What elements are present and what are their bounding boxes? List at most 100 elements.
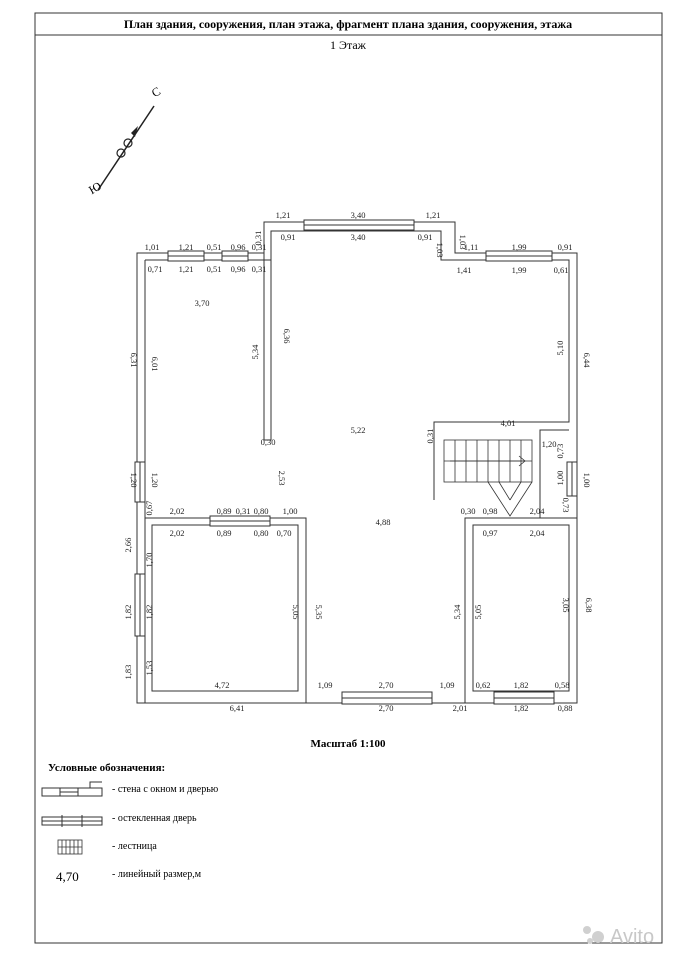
dim: 1,21	[179, 242, 194, 252]
dim: 1,82	[514, 703, 529, 713]
dim: 1,21	[276, 210, 291, 220]
watermark: Avito	[583, 926, 654, 948]
dim: 1,82	[514, 680, 529, 690]
dim: 3,70	[195, 298, 210, 308]
legend-glazed-door-symbol	[41, 815, 103, 827]
dim: 0,97	[483, 528, 498, 538]
dimension-labels: 1,21 3,40 1,21 0,91 3,40 0,91 1,03 1,03 …	[123, 210, 594, 713]
dim: 0,73	[561, 498, 571, 513]
legend-item-label: - лестница	[112, 841, 157, 852]
dim: 1,09	[440, 680, 455, 690]
dim: 0,31	[252, 264, 267, 274]
compass-south: Ю	[86, 179, 104, 197]
dim: 5,22	[351, 425, 366, 435]
page-title: План здания, сооружения, план этажа, фра…	[124, 17, 572, 31]
dim: 0,51	[207, 264, 222, 274]
dim: 3,05	[561, 598, 571, 613]
dim: 1,00	[283, 506, 298, 516]
dim: 6,38	[584, 598, 594, 613]
dim: 0,89	[217, 506, 232, 516]
legend-stair-symbol	[57, 839, 83, 855]
dim: 4,01	[501, 418, 516, 428]
dim: 0,96	[231, 242, 246, 252]
dim: 0,89	[217, 528, 232, 538]
dim: 5,34	[452, 604, 462, 620]
dim: 3,40	[351, 232, 366, 242]
legend-item-label: - стена с окном и дверью	[112, 784, 219, 795]
dim: 5,35	[314, 605, 324, 620]
dim: 3,40	[351, 210, 366, 220]
dim: 0,80	[254, 506, 269, 516]
building-walls	[136, 221, 578, 704]
dim: 0,51	[207, 242, 222, 252]
dim: 1,11	[464, 242, 479, 252]
dim: 0,91	[558, 242, 573, 252]
dim: 4,72	[215, 680, 230, 690]
dim: 1,09	[318, 680, 333, 690]
openings	[134, 219, 578, 705]
dim: 2,66	[123, 538, 133, 553]
dim: 1,01	[145, 242, 160, 252]
dim: 2,04	[530, 506, 546, 516]
dim: 0,91	[281, 232, 296, 242]
compass: С Ю	[86, 84, 163, 197]
dim: 1,82	[144, 605, 154, 620]
legend-item-label: - линейный размер,м	[112, 869, 202, 880]
dim: 0,62	[476, 680, 491, 690]
dim: 0,61	[554, 265, 569, 275]
dim: 0,80	[254, 528, 269, 538]
dim: 0,31	[425, 429, 435, 444]
dim: 2,01	[453, 703, 468, 713]
compass-north: С	[149, 84, 163, 100]
dim: 2,70	[379, 703, 394, 713]
scale-label: Масштаб 1:100	[310, 738, 386, 750]
dim: 6,36	[282, 329, 292, 344]
dim: 0,88	[558, 703, 573, 713]
dim: 5,34	[250, 344, 260, 360]
dim: 2,53	[277, 471, 287, 486]
dim: 1,82	[123, 605, 133, 620]
dim: 6,44	[582, 353, 592, 369]
dim: 1,21	[426, 210, 441, 220]
dim: 0,70	[277, 528, 292, 538]
dim: 0,30	[461, 506, 476, 516]
dim: 0,73	[555, 444, 565, 459]
dim: 1,21	[179, 264, 194, 274]
dim: 5,05	[291, 605, 301, 620]
dim: 4,88	[376, 517, 391, 527]
dim: 5,10	[555, 341, 565, 356]
dim: 1,99	[512, 265, 527, 275]
dim: 1,00	[555, 471, 565, 486]
dim: 1,53	[144, 661, 154, 676]
dim: 2,70	[379, 680, 394, 690]
dim: 0,58	[555, 680, 570, 690]
legend-heading: Условные обозначения:	[48, 762, 165, 774]
dim: 2,04	[530, 528, 546, 538]
dim: 0,67	[144, 501, 154, 516]
dim: 0,31	[236, 506, 251, 516]
dim: 1,20	[129, 473, 139, 488]
dim: 1,99	[512, 242, 527, 252]
dim: 0,91	[418, 232, 433, 242]
dim: 1,70	[144, 553, 154, 568]
dim: 1,03	[435, 243, 445, 258]
page-frame	[34, 12, 663, 944]
floor-label: 1 Этаж	[330, 38, 367, 52]
dim: 6,01	[150, 357, 160, 372]
dim: 6,31	[129, 353, 139, 368]
dim: 0,30	[261, 437, 276, 447]
dim: 5,05	[473, 605, 483, 620]
dim: 2,02	[170, 506, 185, 516]
dim: 2,02	[170, 528, 185, 538]
watermark-text: Avito	[610, 926, 654, 948]
dim: 1,83	[123, 665, 133, 680]
dim: 1,03	[458, 235, 468, 250]
dim: 0,96	[231, 264, 246, 274]
dim: 0,31	[252, 242, 267, 252]
dim: 1,00	[582, 473, 592, 488]
legend-item-label: - остекленная дверь	[112, 813, 197, 824]
legend-wall-symbol	[41, 781, 103, 797]
dim: 6,41	[230, 703, 245, 713]
dim: 0,98	[483, 506, 498, 516]
